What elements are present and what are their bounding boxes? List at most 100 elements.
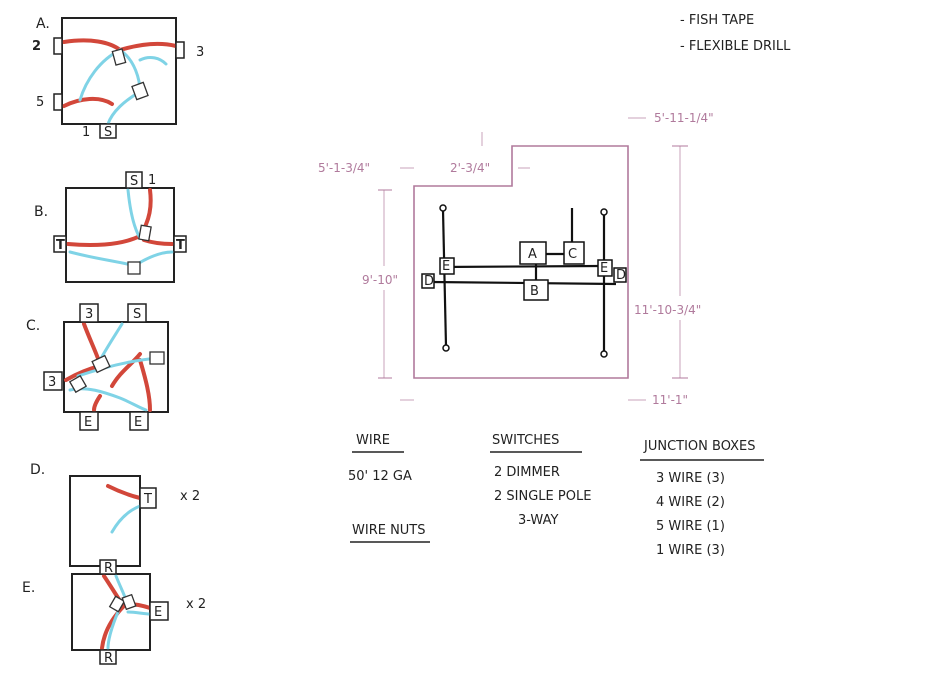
box-c-tag-bottom-left: E	[84, 415, 92, 430]
switch-item-dimmer: 2 DIMMER	[494, 465, 560, 480]
box-e-tab-top	[99, 559, 117, 575]
box-a-red-wire-bottom	[62, 97, 114, 108]
box-a-tag-left-top: 2	[32, 39, 41, 54]
junction-block-c-label: C	[568, 247, 577, 262]
box-b-wire-nut-2	[127, 261, 141, 275]
fixture-left-top	[439, 204, 447, 212]
junction-block-d-left-label: D	[424, 274, 434, 289]
junction-block-e-left-label: E	[442, 259, 450, 274]
fixture-right-top	[600, 208, 608, 216]
junction-block-a-label: A	[528, 247, 537, 262]
dim-right-height: 11'-10-3/4"	[634, 303, 701, 317]
box-b-blue-wire-1	[126, 188, 142, 240]
note-fish-tape: - FISH TAPE	[680, 13, 754, 28]
box-e-tag-bottom: R	[104, 651, 113, 666]
box-b-tag-left: T	[56, 238, 65, 253]
box-e-tab-bottom	[99, 649, 117, 665]
material-lists: WIRE 50' 12 GA WIRE NUTS SWITCHES 2 DIMM…	[348, 433, 764, 558]
box-a-tab-left-top	[53, 37, 63, 55]
box-a-tag-bottom-num: 1	[82, 125, 90, 140]
box-c-tag-bottom-right: E	[134, 415, 142, 430]
notes: - FISH TAPE - FLEXIBLE DRILL	[680, 13, 791, 54]
fixture-left-bottom	[442, 344, 450, 352]
dim-bottom: 11'-1"	[652, 393, 688, 407]
box-b-tab-left	[53, 235, 67, 253]
box-d-tab-right	[139, 487, 157, 509]
box-e-tag-right: E	[154, 605, 162, 620]
box-e-blue-wire-3	[106, 610, 120, 650]
switch-item-3-way: 3-WAY	[518, 513, 558, 528]
room-outline	[413, 145, 629, 379]
junction-box-c: C. 3 S 3 E E	[26, 303, 169, 431]
junction-item-1-wire: 1 WIRE (3)	[656, 543, 725, 558]
junction-block-e-left	[439, 257, 455, 275]
dim-left-height: 9'-10"	[362, 273, 398, 287]
box-c-tab-bottom-left	[79, 411, 99, 431]
box-a-tab-right	[175, 41, 185, 59]
junction-item-3-wire: 3 WIRE (3)	[656, 471, 725, 486]
junction-box-b: B. S 1 T T	[34, 171, 187, 283]
box-e-blue-wire-2	[126, 610, 152, 616]
box-c-label: C.	[26, 318, 40, 334]
box-e-wire-nut-1	[108, 595, 126, 613]
box-c-red-wire-3	[110, 352, 142, 388]
box-b-outline	[65, 187, 175, 283]
box-d-tag-right: T	[143, 492, 152, 507]
box-c-wire-nut-1	[91, 354, 111, 374]
box-a-blue-wire-4	[138, 55, 168, 66]
box-b-wire-nut-1	[138, 224, 152, 242]
junction-block-b-label: B	[530, 284, 539, 299]
box-e-red-wire-2	[100, 604, 126, 650]
box-d-red-wire	[106, 484, 142, 500]
box-e-tag-top: R	[104, 561, 113, 576]
junction-block-e-right	[597, 259, 613, 277]
junction-box-d: D. T x 2	[30, 462, 200, 567]
box-a-label: A.	[36, 16, 50, 32]
switch-item-single-pole: 2 SINGLE POLE	[494, 489, 591, 504]
fixture-right-bottom	[600, 350, 608, 358]
box-a-tab-bottom	[99, 123, 117, 139]
wire-nuts-heading: WIRE NUTS	[352, 523, 426, 538]
box-c-tag-left: 3	[48, 375, 56, 390]
box-a-wire-nut-2	[131, 81, 149, 101]
box-b-label: B.	[34, 204, 48, 220]
junction-box-e: E. R E R x 2	[22, 559, 206, 666]
floor-plan: 5'-11-1/4" 5'-1-3/4" 2'-3/4" 9'-10" 11'-…	[318, 111, 714, 407]
box-a-tag-bottom: S	[104, 125, 112, 140]
box-e-tab-right	[149, 601, 169, 621]
dim-top-left: 5'-1-3/4"	[318, 161, 370, 175]
box-c-red-wire-5	[92, 394, 102, 412]
box-a-wire-nut-1	[111, 48, 127, 66]
box-c-tag-top-left: 3	[85, 307, 93, 322]
junction-block-d-right	[613, 267, 627, 283]
wire-heading: WIRE	[356, 433, 390, 448]
box-c-tab-bottom-right	[129, 411, 149, 431]
junction-block-b	[523, 279, 549, 301]
box-c-blue-wire-2	[68, 387, 148, 412]
box-b-tab-right	[173, 235, 187, 253]
box-b-tag-top-num: 1	[148, 173, 156, 188]
wire-item: 50' 12 GA	[348, 469, 412, 484]
box-a-tab-left-bottom	[53, 93, 63, 111]
junction-block-d-right-label: D	[616, 268, 626, 283]
junction-box-a: A. 3 2 5 S 1	[32, 16, 204, 140]
box-a-tag-right: 3	[196, 45, 204, 60]
box-c-tag-top-right: S	[133, 307, 141, 322]
box-c-red-wire-4	[138, 358, 152, 412]
box-d-label: D.	[30, 462, 45, 478]
box-c-wire-nut-3	[149, 351, 165, 365]
box-d-outline	[69, 475, 141, 567]
dim-notch: 2'-3/4"	[450, 161, 490, 175]
box-c-tab-left	[43, 371, 63, 391]
junction-block-d-left	[421, 273, 435, 289]
box-a-tag-left-bottom: 5	[36, 95, 44, 110]
box-e-multiplier: x 2	[186, 597, 206, 612]
box-c-wire-nut-2	[68, 374, 88, 394]
box-e-label: E.	[22, 580, 35, 596]
switches-heading: SWITCHES	[492, 433, 559, 448]
wire-upper-bus	[439, 264, 601, 269]
junction-heading: JUNCTION BOXES	[643, 439, 755, 454]
box-b-tag-right: T	[176, 238, 185, 253]
box-b-tab-top	[125, 171, 143, 189]
